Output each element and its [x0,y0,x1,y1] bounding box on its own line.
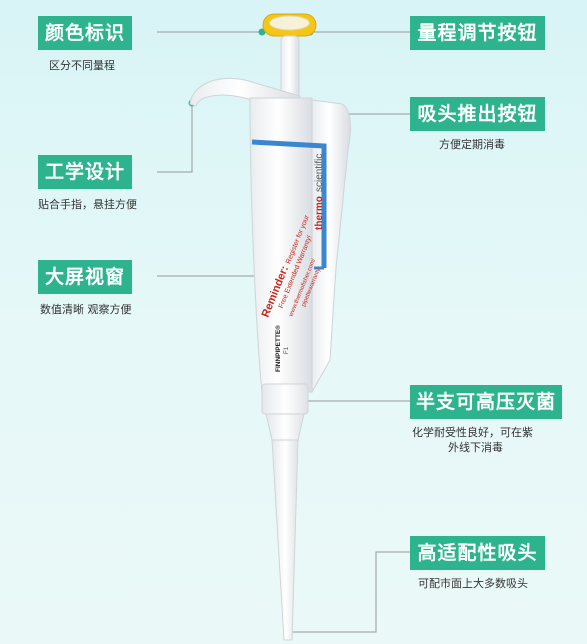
feature-desc-autoclave-line1: 化学耐受性良好，可在紫 [412,426,533,439]
feature-tag-color-code: 颜色标识 [38,16,132,50]
volume-adjust-knob [262,13,317,37]
pipette-tip-cone [271,439,299,641]
svg-text:FINNPIPETTE®: FINNPIPETTE® [274,325,282,372]
svg-text:scientific: scientific [314,154,325,192]
feature-tag-autoclave: 半支可高压灭菌 [410,385,562,419]
model-label: FINNPIPETTE® F1 [274,325,290,372]
brand-logo: thermo scientific [314,154,325,230]
feature-tag-ergonomic: 工学设计 [38,155,132,189]
svg-text:thermo: thermo [314,196,325,230]
feature-desc-ejector: 方便定期消毒 [439,138,505,151]
feature-tag-tip: 高适配性吸头 [410,536,545,570]
autoclavable-lower-part [261,383,309,415]
feature-desc-color-code: 区分不同量程 [49,59,115,72]
feature-desc-tip: 可配市面上大多数吸头 [418,577,528,590]
feature-tag-ejector: 吸头推出按钮 [410,97,545,131]
feature-desc-autoclave-line2: 外线下消毒 [448,441,503,454]
blue-band [251,139,327,268]
feature-tag-window: 大屏视窗 [38,260,132,294]
plunger-rod [280,35,300,99]
feature-tag-volume-knob: 量程调节按钮 [410,16,545,50]
feature-desc-ergonomic: 贴合手指，悬挂方便 [38,198,137,211]
svg-text:F1: F1 [284,346,290,354]
feature-desc-window: 数值清晰 观察方便 [40,303,132,316]
